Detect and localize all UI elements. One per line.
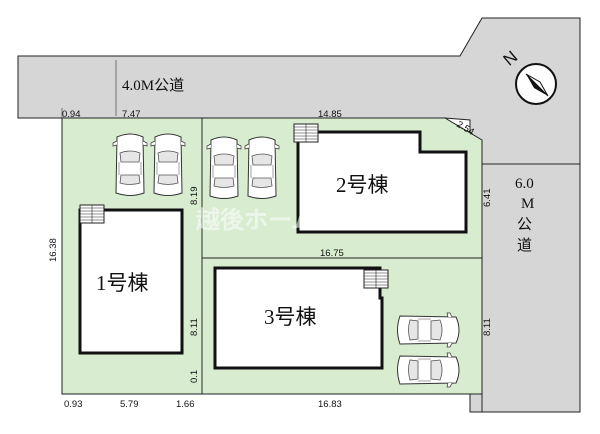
car-lot2-b	[244, 136, 280, 199]
dim-top-lot2-width: 14.85	[318, 109, 342, 120]
dim-lot2-depth-left: 8.19	[189, 187, 200, 206]
north-compass	[515, 63, 557, 105]
dim-mid-width: 16.75	[320, 248, 344, 259]
east-road-label-m: M	[521, 196, 534, 212]
building-1	[78, 208, 184, 355]
dim-bottom-lot3-width: 16.83	[318, 399, 342, 410]
building-1-label: 1号棟	[96, 271, 149, 295]
dim-top-left-offset: 0.94	[62, 109, 81, 120]
east-road-label-kou: 公	[517, 217, 532, 233]
watermark: 越後ホームズ	[196, 206, 339, 234]
building-2-label: 2号棟	[336, 173, 389, 197]
stairs-building-1	[79, 204, 105, 224]
east-road-label-dou: 道	[517, 237, 532, 254]
east-road-label-width: 6.0	[515, 176, 534, 192]
dim-bottom-gap: 1.66	[176, 399, 195, 410]
dim-lot1-lower-depth: 8.11	[189, 318, 200, 336]
dim-west-depth: 16.38	[48, 238, 59, 262]
stairs-building-3	[363, 269, 389, 289]
dim-top-lot1-width: 7.47	[122, 109, 141, 120]
dim-bottom-left-offset: 0.93	[64, 399, 83, 410]
car-lot2-a	[206, 136, 242, 199]
dim-lot2-depth-right: 6.41	[482, 189, 493, 208]
dimension-lines	[61, 60, 203, 394]
building-2	[296, 130, 468, 234]
dim-small-gap: 0.1	[189, 370, 200, 383]
dim-lot3-depth: 8.11	[482, 318, 493, 336]
car-lot3-a	[397, 312, 460, 348]
north-road-label: 4.0M公道	[122, 77, 184, 94]
car-lot1-a	[112, 133, 148, 196]
stairs-building-2	[293, 123, 319, 143]
car-lot3-b	[397, 352, 460, 388]
building-3	[213, 266, 384, 370]
car-lot1-b	[150, 133, 186, 196]
dim-bottom-lot1-width: 5.79	[120, 399, 139, 410]
building-3-label: 3号棟	[264, 305, 317, 329]
